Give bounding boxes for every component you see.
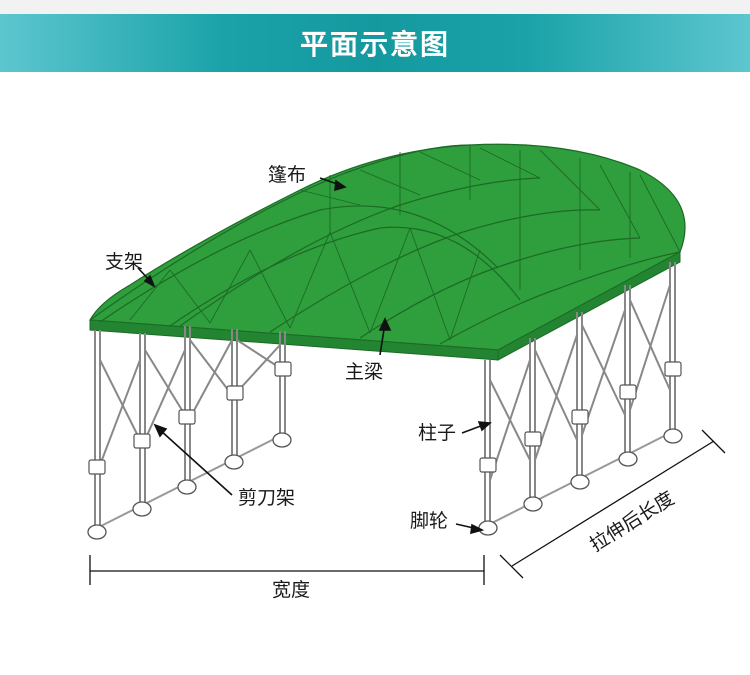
tent-diagram: 篷布 支架 主梁 柱子 剪刀架 脚轮 宽度 拉伸后长度	[0, 72, 750, 675]
caster-wheel-label: 脚轮	[410, 510, 448, 532]
joint-sleeves	[89, 362, 681, 474]
extended-length-label: 拉伸后长度	[586, 487, 678, 556]
canopy-fabric-label: 篷布	[268, 164, 306, 186]
scissor-frame-label: 剪刀架	[238, 487, 295, 509]
main-beam-label: 主梁	[345, 361, 383, 383]
support-frame-label: 支架	[105, 251, 143, 273]
header-bar: 平面示意图	[0, 14, 750, 72]
top-strip	[0, 0, 750, 14]
column-label: 柱子	[418, 422, 456, 444]
diagram-area: 篷布 支架 主梁 柱子 剪刀架 脚轮 宽度 拉伸后长度	[0, 72, 750, 675]
width-label: 宽度	[272, 579, 310, 601]
page-title: 平面示意图	[300, 23, 450, 63]
